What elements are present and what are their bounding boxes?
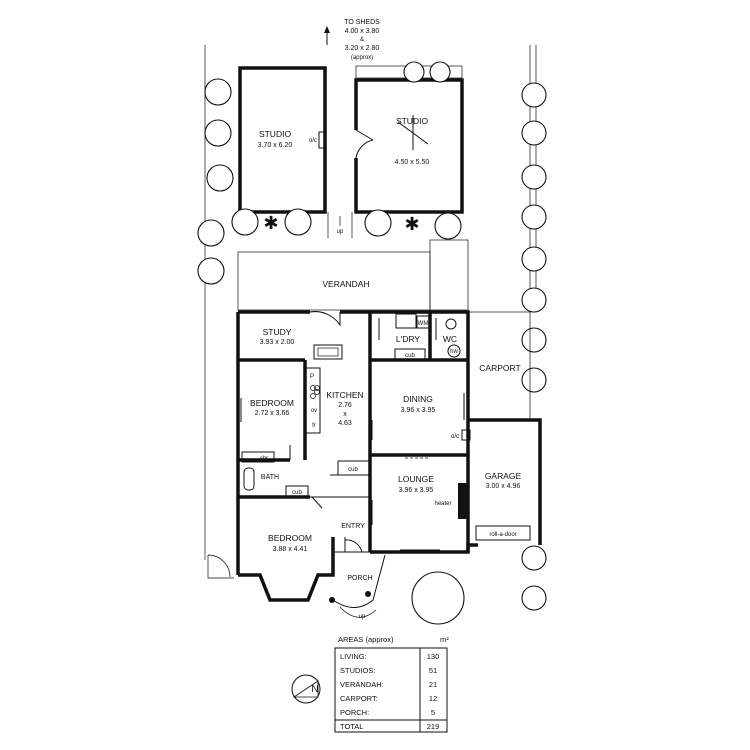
bath: shr BATH cub <box>241 445 309 498</box>
area-total-value: 219 <box>427 722 440 731</box>
dining-size: 3.96 x 3.95 <box>401 407 436 414</box>
house-walls <box>236 310 470 602</box>
dining: DINING 3.96 x 3.95 o/c <box>371 393 471 459</box>
wm-label: WM <box>418 321 429 327</box>
garage-name: GARAGE <box>485 471 522 481</box>
studio-right-name: STUDIO <box>396 116 429 126</box>
kitchen-name: KITCHEN <box>326 390 363 400</box>
entry-porch: ENTRY PORCH up <box>329 523 386 620</box>
bedroom1-name: BEDROOM <box>250 398 294 408</box>
studio-right-size: 4.50 x 5.50 <box>395 159 430 166</box>
area-value-carport: 12 <box>429 694 437 703</box>
studio-left-oc: o/c <box>309 138 317 144</box>
lounge-size: 3.96 x 3.95 <box>399 487 434 494</box>
verandah: VERANDAH <box>237 239 469 311</box>
ov-label: ov <box>311 408 317 414</box>
studio-left: STUDIO 3.70 x 6.20 o/c <box>238 66 327 214</box>
studio-right: STUDIO 4.50 x 5.50 <box>354 65 464 214</box>
shr-label: shr <box>260 456 268 462</box>
compass-icon: N <box>291 674 321 704</box>
hw-label: hw <box>450 349 458 355</box>
bedroom1-size: 2.72 x 3.66 <box>255 410 290 417</box>
cub-label-laundry: cub <box>405 353 415 359</box>
sheds-note-line3: & <box>360 37 364 43</box>
area-label-carport: CARPORT: <box>340 694 378 703</box>
areas-unit: m² <box>440 635 449 644</box>
entry-name: ENTRY <box>341 523 365 530</box>
studio-left-name: STUDIO <box>259 129 292 139</box>
fr-label: fr <box>312 423 316 429</box>
carport-name: CARPORT <box>479 363 520 373</box>
area-label-verandah: VERANDAH: <box>340 680 384 689</box>
area-label-living: LIVING: <box>340 652 367 661</box>
laundry-name: L'DRY <box>396 334 420 344</box>
areas-table: AREAS (approx) m² LIVING: 130 STUDIOS: 5… <box>334 635 449 733</box>
area-value-living: 130 <box>427 652 440 661</box>
trees: ✱ ✱ <box>197 61 547 625</box>
area-value-verandah: 21 <box>429 680 437 689</box>
oc-label-garage: o/c <box>451 434 459 440</box>
star-plant-icon: ✱ <box>404 214 419 234</box>
compass-letter: N <box>311 684 318 695</box>
roller-door-label: roll-a-door <box>489 532 516 538</box>
area-label-studios: STUDIOS: <box>340 666 375 675</box>
lounge-name: LOUNGE <box>398 474 434 484</box>
kitchen-size3: 4.63 <box>338 420 352 427</box>
up-label-top: up <box>337 229 344 235</box>
area-label-porch: PORCH: <box>340 708 369 717</box>
cub-label-bath: cub <box>292 490 302 496</box>
bedroom2-size: 3.88 x 4.41 <box>273 546 308 553</box>
studio-left-size: 3.70 x 6.20 <box>258 142 293 149</box>
p-label: P <box>310 374 314 380</box>
cub-label-kitchen: cub <box>348 467 358 473</box>
wc-name: WC <box>443 334 457 344</box>
bedroom-2: BEDROOM 3.88 x 4.41 <box>268 496 323 553</box>
garage: GARAGE 3.00 x 4.96 roll-a-door <box>466 418 542 552</box>
porch-name: PORCH <box>347 575 372 582</box>
area-total-label: TOTAL <box>340 722 363 731</box>
laundry: WM L'DRY cub WC hw <box>378 313 461 360</box>
kitchen: P ov fr KITCHEN 2.76 x 4.63 cub <box>305 367 371 476</box>
areas-heading: AREAS (approx) <box>338 635 394 644</box>
heater-label: heater <box>434 501 451 507</box>
garage-size: 3.00 x 4.96 <box>486 483 521 490</box>
lounge: LOUNGE 3.96 x 3.95 heater <box>371 474 467 551</box>
area-value-studios: 51 <box>429 666 437 675</box>
study: STUDY 3.93 x 2.00 <box>260 311 343 360</box>
study-size: 3.93 x 2.00 <box>260 339 295 346</box>
carport: CARPORT <box>467 311 531 421</box>
sheds-note-line5: (approx) <box>351 55 373 61</box>
sheds-note: TO SHEDS 4.00 x 3.80 & 3.20 x 2.80 (appr… <box>324 19 380 61</box>
kitchen-size1: 2.76 <box>338 402 352 409</box>
study-name: STUDY <box>263 327 292 337</box>
star-plant-icon: ✱ <box>263 213 278 233</box>
sheds-note-line2: 4.00 x 3.80 <box>345 28 380 35</box>
verandah-name: VERANDAH <box>322 279 369 289</box>
area-value-porch: 5 <box>431 708 435 717</box>
sheds-note-line1: TO SHEDS <box>344 19 380 26</box>
dining-name: DINING <box>403 394 433 404</box>
bath-name: BATH <box>261 474 279 481</box>
walkway: up <box>327 212 353 238</box>
bedroom2-name: BEDROOM <box>268 533 312 543</box>
sheds-note-line4: 3.20 x 2.80 <box>345 45 380 52</box>
bedroom-1: BEDROOM 2.72 x 3.66 <box>240 398 294 422</box>
kitchen-size2: x <box>343 411 347 418</box>
up-label-porch: up <box>359 614 366 620</box>
